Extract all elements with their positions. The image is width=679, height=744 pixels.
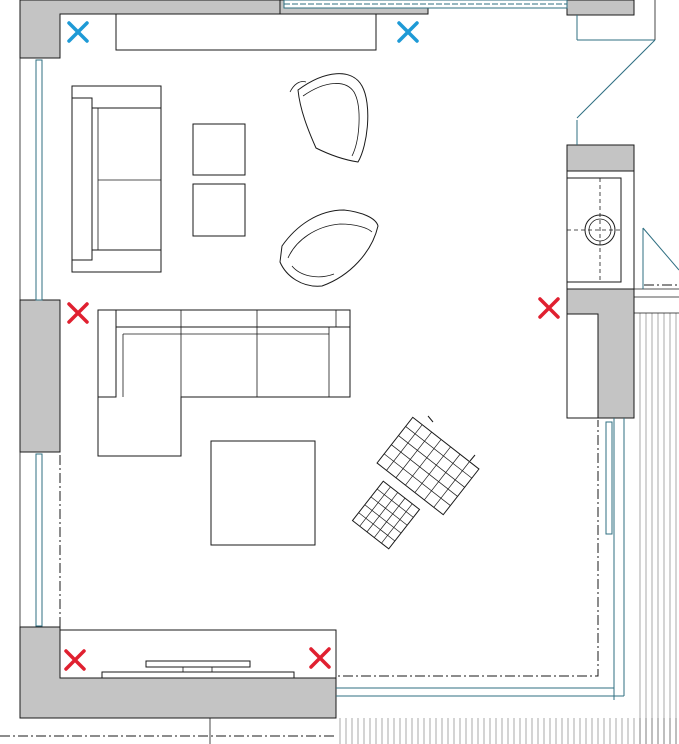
balcony-deck bbox=[339, 313, 677, 744]
armchair-bottom bbox=[279, 209, 379, 287]
coffee-table bbox=[210, 440, 316, 546]
balcony-door bbox=[642, 227, 679, 289]
red-x-mark-icon bbox=[309, 647, 331, 669]
tv-stand bbox=[101, 671, 295, 679]
red-x-mark-icon bbox=[538, 297, 560, 319]
ottoman-bottom bbox=[192, 183, 246, 237]
window-top bbox=[283, 0, 568, 9]
red-x-mark-icon bbox=[64, 649, 86, 671]
armchair-top bbox=[289, 73, 369, 163]
tv-screen bbox=[145, 660, 251, 668]
media-unit bbox=[59, 629, 337, 679]
ottoman-top bbox=[192, 123, 246, 176]
blue-x-mark-icon bbox=[397, 21, 419, 43]
wall-right-upper bbox=[566, 144, 635, 172]
entry-door bbox=[576, 0, 656, 145]
red-x-mark-icon bbox=[67, 302, 89, 324]
cabinet-with-sink bbox=[566, 170, 635, 290]
lounge-chair bbox=[351, 415, 480, 550]
wall-top-right bbox=[566, 0, 635, 16]
marker-layer bbox=[64, 21, 560, 671]
blue-x-mark-icon bbox=[67, 21, 89, 43]
sectional-sofa bbox=[97, 309, 351, 457]
column-box bbox=[566, 313, 599, 419]
window-left-lower bbox=[35, 453, 43, 627]
sink-basin bbox=[584, 214, 616, 246]
windows bbox=[19, 0, 625, 700]
sofa bbox=[71, 85, 162, 273]
wall-left-middle bbox=[19, 299, 61, 453]
wall-unit-top bbox=[115, 13, 377, 51]
window-right bbox=[605, 421, 613, 535]
window-left-upper bbox=[35, 59, 43, 301]
